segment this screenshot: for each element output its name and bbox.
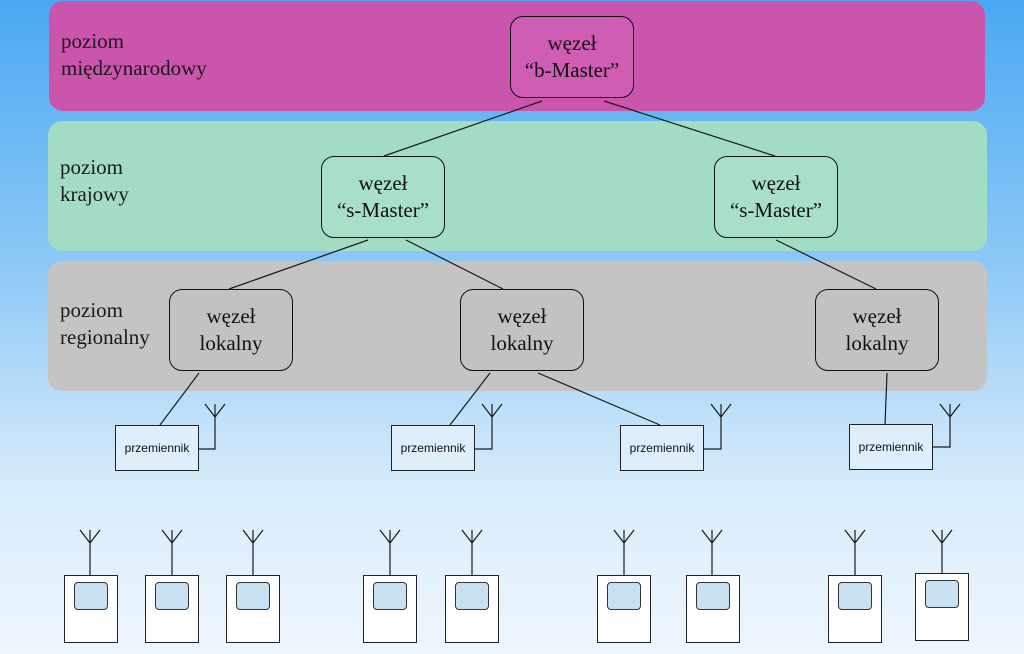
terminal-screen <box>455 582 489 610</box>
repeater-antenna-icon <box>933 403 961 448</box>
local-node-1: węzeł lokalny <box>169 289 293 371</box>
local-node-2: węzeł lokalny <box>460 289 584 371</box>
node-type-label: węzeł <box>206 304 256 328</box>
b-master-node: węzeł “b-Master” <box>510 16 634 98</box>
node-role-label: lokalny <box>490 331 554 355</box>
terminal-screen <box>74 582 108 610</box>
national-level-label: poziom krajowy <box>60 155 129 206</box>
node-type-label: węzeł <box>547 31 597 55</box>
repeater-antenna-icon <box>199 403 226 450</box>
terminal-antenna-icon <box>461 529 483 575</box>
terminal-antenna-icon <box>242 529 264 575</box>
radio-terminal <box>445 575 499 643</box>
radio-terminal <box>828 575 882 643</box>
node-role-label: “b-Master” <box>524 58 620 82</box>
radio-terminal <box>686 575 740 643</box>
terminal-screen <box>925 580 959 608</box>
radio-terminal <box>597 575 651 643</box>
terminal-antenna-icon <box>613 529 635 575</box>
radio-terminal <box>363 575 417 643</box>
node-type-label: węzeł <box>497 304 547 328</box>
s-master-node-right: węzeł “s-Master” <box>714 156 838 238</box>
terminal-screen <box>373 582 407 610</box>
radio-terminal <box>915 573 969 641</box>
local-node-3: węzeł lokalny <box>815 289 939 371</box>
regional-level-label: poziom regionalny <box>60 298 150 349</box>
repeater-antenna-icon <box>475 403 503 450</box>
node-type-label: węzeł <box>852 304 902 328</box>
node-role-label: “s-Master” <box>729 198 823 222</box>
terminal-screen <box>155 582 189 610</box>
terminal-antenna-icon <box>844 529 866 575</box>
repeater-antenna-icon <box>704 403 732 450</box>
terminal-antenna-icon <box>161 529 183 575</box>
radio-terminal <box>64 575 118 643</box>
repeater-box: przemiennik <box>391 425 475 471</box>
s-master-node-left: węzeł “s-Master” <box>321 156 445 238</box>
repeater-box: przemiennik <box>115 425 199 471</box>
node-role-label: lokalny <box>845 331 909 355</box>
national-level-band <box>48 121 987 251</box>
node-role-label: lokalny <box>199 331 263 355</box>
terminal-screen <box>838 582 872 610</box>
repeater-box: przemiennik <box>849 424 933 470</box>
radio-terminal <box>145 575 199 643</box>
terminal-screen <box>236 582 270 610</box>
radio-terminal <box>226 575 280 643</box>
node-role-label: “s-Master” <box>336 198 430 222</box>
repeater-box: przemiennik <box>620 425 704 471</box>
node-type-label: węzeł <box>358 171 408 195</box>
node-type-label: węzeł <box>751 171 801 195</box>
terminal-antenna-icon <box>931 529 953 573</box>
terminal-antenna-icon <box>701 529 723 575</box>
terminal-antenna-icon <box>79 529 101 575</box>
terminal-antenna-icon <box>379 529 401 575</box>
terminal-screen <box>607 582 641 610</box>
terminal-screen <box>696 582 730 610</box>
international-level-label: poziom międzynarodowy <box>61 29 207 80</box>
